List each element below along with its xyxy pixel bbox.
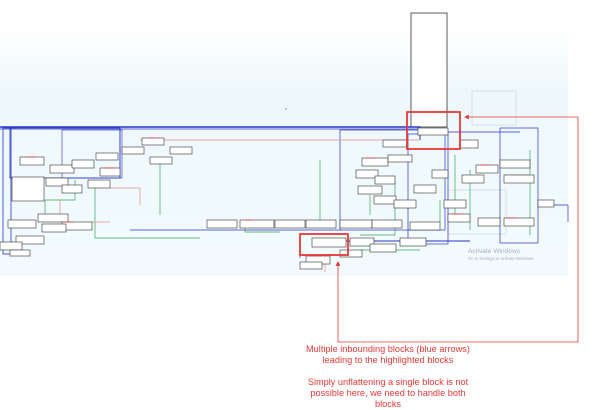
inbound-edges-blue [0,126,569,258]
graph-nodes [0,127,555,270]
highlighted-block-lower[interactable] [299,233,349,256]
annotation-arrows [335,114,579,343]
dot [285,108,287,110]
activate-windows-watermark: Activate Windows Go to Settings to activ… [468,248,534,262]
highlighted-block-upper[interactable] [406,111,461,150]
watermark-subtitle: Go to Settings to activate Windows. [468,256,535,261]
node-accents [26,137,516,257]
annotation-text-explanation: Simply unflattening a single block is no… [307,377,469,409]
watermark-title: Activate Windows [468,248,521,255]
tall-top-block[interactable] [410,12,448,128]
graph-canvas [0,28,568,276]
faint-region [471,90,517,126]
annotation-text-inbound: Multiple inbounding blocks (blue arrows)… [306,344,470,365]
